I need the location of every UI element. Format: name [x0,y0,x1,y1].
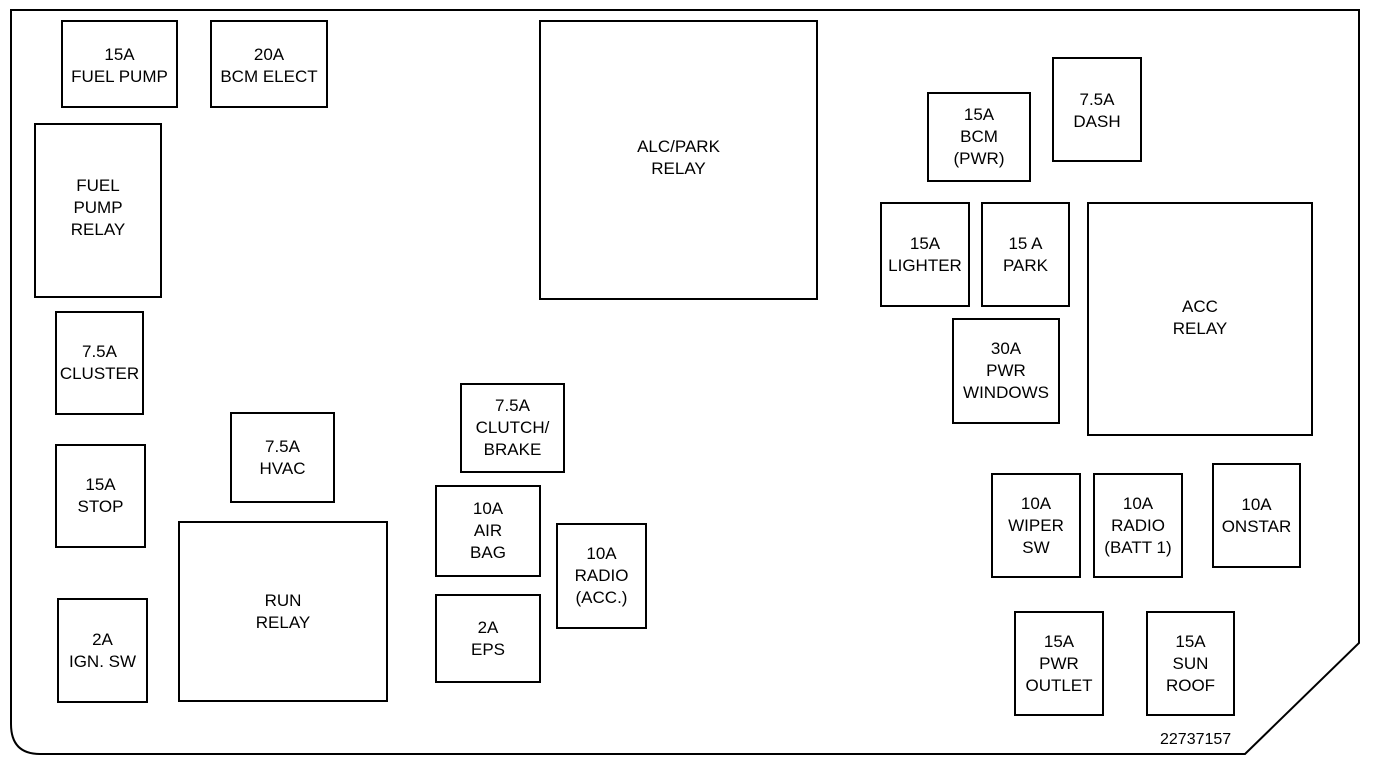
fuse-rating: 10A [1122,493,1154,513]
fuse-rating: 15 A [1008,233,1043,253]
fuse-label: IGN. SW [68,651,137,671]
fuse-7-5a-dash: 7.5A DASH [1052,57,1142,162]
fuse-label: FUEL PUMP [71,67,168,86]
diagram-part-number: 22737157 [1160,731,1232,748]
fuse-15a-pwr-outlet: 15A PWR OUTLET [1014,611,1104,716]
fuse-rating: 15A [1043,631,1075,651]
fuse-10a-radio-batt1: 10A RADIO (BATT 1) [1093,473,1183,578]
fuse-10a-air-bag: 10A AIR BAG [435,485,541,577]
fuse-15a-sun-roof: 15A SUN ROOF [1146,611,1235,716]
fuse-15a-park: 15 A PARK [981,202,1070,307]
fuse-label: EPS [470,639,506,659]
fuse-7-5a-clutch-brake: 7.5A CLUTCH/ BRAKE [460,383,565,473]
fuse-label-2: (ACC.) [575,588,628,607]
fuse-rating: 10A [1241,494,1272,514]
fuse-label: HVAC [259,458,306,478]
relay-run: RUN RELAY [178,521,388,702]
fuse-label-2: ROOF [1165,675,1216,695]
fuse-rating: 10A [472,499,504,518]
relay-name: RUN [264,591,302,610]
fuse-label-2: BAG [470,543,506,562]
fuse-label: BCM ELECT [220,67,318,86]
fuse-label: PWR [986,361,1026,380]
fuse-10a-wiper-sw: 10A WIPER SW [991,473,1081,578]
fuse-label: CLUTCH/ [475,418,550,437]
fuse-2a-ign-sw: 2A IGN. SW [57,598,148,703]
fuse-15a-lighter: 15A LIGHTER [880,202,970,307]
fuse-label: BCM [960,127,998,146]
fuse-rating: 15A [85,475,116,494]
fuse-rating: 2A [92,629,113,649]
fuse-20a-bcm-elect: 20A BCM ELECT [210,20,328,108]
fuse-label-2: BRAKE [483,440,542,459]
fuse-label-2: WINDOWS [963,383,1049,402]
fuse-rating: 10A [1020,493,1052,513]
fuse-rating: 2A [477,617,499,637]
fuse-10a-onstar: 10A ONSTAR [1212,463,1301,568]
fuse-label: PARK [1002,255,1049,275]
relay-name: ALC/PARK [637,137,720,156]
fuse-rating: 10A [586,544,617,563]
relay-alc-park: ALC/PARK RELAY [539,20,818,300]
fuse-15a-fuel-pump: 15A FUEL PUMP [61,20,178,108]
fuse-rating: 15A [909,233,941,253]
fuse-label: CLUSTER [59,364,140,383]
fuse-rating: 7.5A [1079,90,1115,109]
fuse-30a-pwr-windows: 30A PWR WINDOWS [952,318,1060,424]
relay-acc: ACC RELAY [1087,202,1313,436]
relay-name: FUEL [76,176,120,195]
fuse-label: PWR [1039,653,1079,673]
fuse-rating: 20A [253,45,285,64]
fuse-label: RADIO [1111,515,1165,535]
fuse-label: AIR [473,521,503,540]
fuse-label: SUN [1172,653,1209,673]
fuse-label: RADIO [574,566,629,585]
fuse-7-5a-cluster: 7.5A CLUSTER [55,311,144,415]
relay-fuel-pump: FUEL PUMP RELAY [34,123,162,298]
fuse-rating: 30A [990,339,1022,358]
fuse-rating: 15A [1175,631,1206,651]
fuse-label: ONSTAR [1221,516,1292,536]
relay-label: RELAY [70,220,126,239]
relay-label: RELAY [1172,319,1228,338]
fuse-7-5a-hvac: 7.5A HVAC [230,412,335,503]
fuse-15a-stop: 15A STOP [55,444,146,548]
fuse-label: DASH [1073,112,1121,131]
fuse-15a-bcm-pwr: 15A BCM (PWR) [927,92,1031,182]
fuse-label: STOP [77,497,124,516]
fuse-label-2: (BATT 1) [1104,537,1172,557]
fuse-label-2: (PWR) [953,149,1005,168]
fuse-2a-eps: 2A EPS [435,594,541,683]
fuse-rating: 7.5A [495,396,530,415]
fuse-rating: 7.5A [265,436,300,456]
fuse-label: WIPER [1008,515,1064,535]
fuse-label: LIGHTER [888,255,962,275]
fuse-rating: 7.5A [82,342,117,361]
fuse-label-2: OUTLET [1025,675,1093,695]
fuse-rating: 15A [963,105,995,124]
relay-name: ACC [1182,297,1218,316]
fuse-label-2: SW [1022,537,1050,557]
relay-label: RELAY [255,613,311,632]
fuse-10a-radio-acc: 10A RADIO (ACC.) [556,523,647,629]
relay-name-2: PUMP [73,198,123,217]
relay-label: RELAY [651,159,706,178]
fuse-rating: 15A [104,45,135,64]
